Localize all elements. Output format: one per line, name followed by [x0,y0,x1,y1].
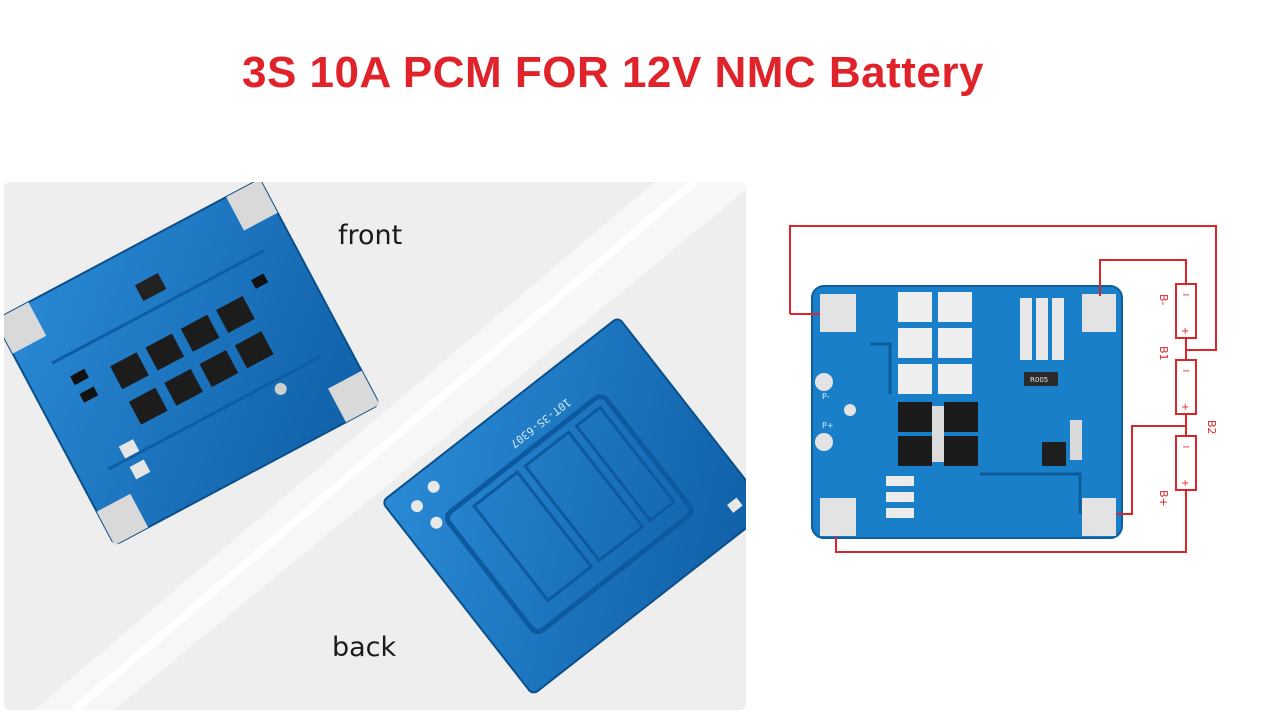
battery-cells [1175,283,1197,491]
p-minus-label: P- [822,392,830,401]
b1-label: B1 [1157,346,1170,361]
front-label: front [338,220,403,251]
b2-label: B2 [1205,420,1218,435]
r005-label: R005 [1030,376,1048,384]
back-label: back [332,632,397,663]
svg-text:+: + [1181,402,1189,413]
svg-text:+: + [1181,326,1189,337]
b-minus-label: B- [1157,294,1170,306]
svg-text:−: − [1182,366,1190,377]
pcb-back-image: 10T-3S-6307 [383,318,746,694]
wiring-diagram: P- P+ R005 [780,214,1240,564]
b-plus-label: B+ [1157,490,1170,507]
svg-text:−: − [1182,290,1190,301]
svg-text:+: + [1181,478,1189,489]
pcb-front-image [4,182,380,546]
svg-text:−: − [1182,442,1190,453]
p-plus-label: P+ [822,421,834,430]
page-title: 3S 10A PCM FOR 12V NMC Battery [241,48,984,97]
pcb-photo-panel: 10T-3S-6307 [4,182,746,710]
